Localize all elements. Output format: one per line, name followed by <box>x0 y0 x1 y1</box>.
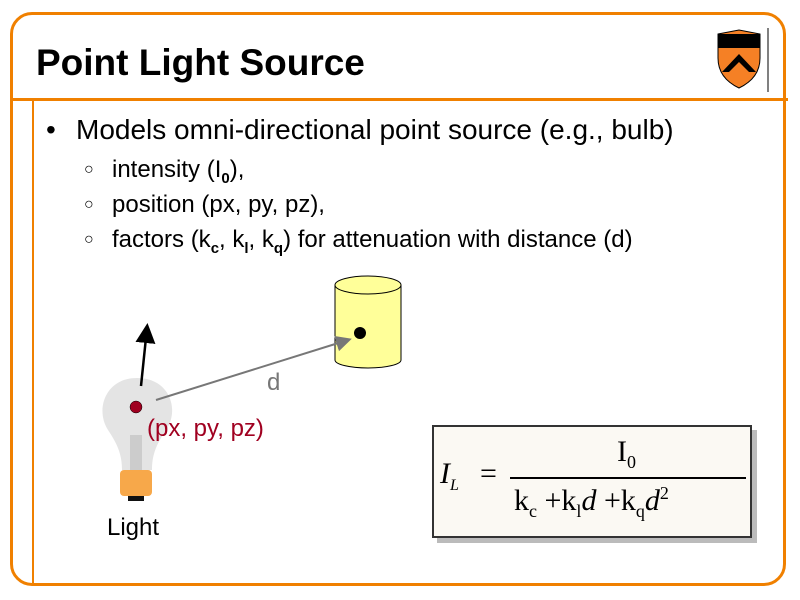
bullet-text: Models omni-directional point source (e.… <box>76 114 674 145</box>
text: + <box>544 484 562 517</box>
light-label: Light <box>107 514 160 541</box>
sub-bullet-intensity: ○ intensity (I0), <box>84 156 244 187</box>
circle-bullet-icon: ○ <box>84 231 94 248</box>
princeton-shield-logo <box>717 28 769 92</box>
text: factors (k <box>112 226 211 253</box>
circle-bullet-icon: ○ <box>84 161 94 178</box>
subscript: l <box>576 501 582 521</box>
numerator: I0 <box>617 435 636 473</box>
text: ), <box>229 156 245 183</box>
slide-title: Point Light Source <box>36 42 365 83</box>
text: d <box>581 484 597 517</box>
normal-arrow <box>135 323 156 387</box>
text: k <box>514 484 529 517</box>
distance-label: d <box>267 369 281 396</box>
light-bulb-icon <box>102 378 173 501</box>
sub-bullet-factors: ○factors (kc, kl, kq) for attenuation wi… <box>84 226 633 257</box>
subscript: l <box>244 239 249 257</box>
left-rule <box>32 100 34 586</box>
sub-bullet-position: ○ position (px, py, pz), <box>84 191 325 219</box>
fraction-bar <box>510 477 746 479</box>
subscript: c <box>210 239 220 257</box>
bullet-icon: • <box>46 114 56 145</box>
text: I <box>440 457 450 490</box>
text: d <box>644 484 660 517</box>
bullet-main: • Models omni-directional point source (e… <box>46 114 674 146</box>
formula-lhs: IL <box>440 457 459 495</box>
position-label: (px, py, pz) <box>147 415 264 442</box>
surface-point <box>354 327 366 339</box>
distance-arrow <box>155 335 352 401</box>
light-position-point <box>129 400 143 414</box>
denominator: kc +kld +kqd2 <box>514 483 669 522</box>
text: intensity (I <box>112 156 222 183</box>
attenuation-formula: IL = I0 kc +kld +kqd2 <box>432 425 752 538</box>
text: k <box>561 484 577 517</box>
text: I <box>617 435 627 468</box>
slide-frame <box>10 12 786 586</box>
subscript: c <box>529 501 537 521</box>
equals-sign: = <box>480 457 497 490</box>
cylinder-object <box>334 275 402 369</box>
text: position (px, py, pz), <box>112 191 325 218</box>
subscript: q <box>273 239 284 257</box>
text: , k <box>219 226 245 253</box>
circle-bullet-icon: ○ <box>84 196 94 213</box>
subscript: 0 <box>627 452 636 472</box>
text: k <box>620 484 636 517</box>
text: + <box>603 484 621 517</box>
title-divider <box>10 98 788 101</box>
text: ) for attenuation with distance (d) <box>283 226 633 253</box>
text: , k <box>248 226 274 253</box>
subscript: 0 <box>221 169 230 187</box>
superscript: 2 <box>659 483 669 503</box>
subscript: L <box>450 477 459 494</box>
subscript: q <box>635 501 645 521</box>
